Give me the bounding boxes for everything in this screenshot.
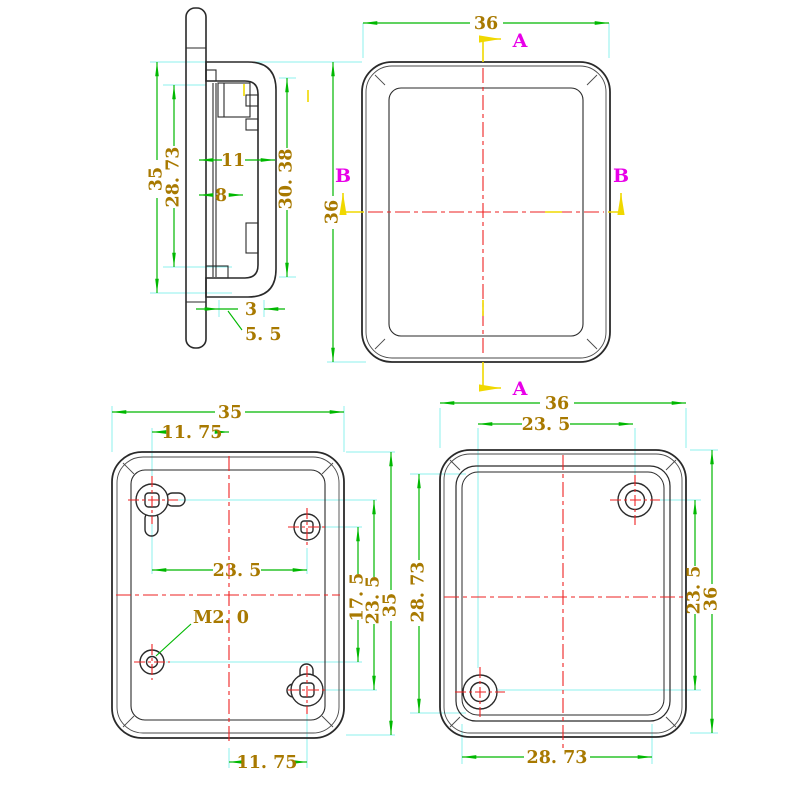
top-edge-outline: [365, 65, 607, 359]
hole-center-crosses: [128, 476, 326, 714]
dim-rib-span: 8: [215, 186, 227, 206]
dim-hole-pitch-y: 23. 5: [364, 576, 384, 625]
dim-bottom-height: 35: [381, 593, 401, 617]
section-markers: A A B B: [335, 30, 629, 400]
dim-cavity-height: 28. 73: [164, 147, 184, 208]
inside-wall-inner: [461, 471, 665, 716]
dim-bottom-width: 35: [218, 403, 242, 423]
section-b-right: B: [613, 165, 629, 187]
top-centerlines: [368, 68, 604, 356]
section-a-top: A: [512, 30, 528, 52]
dim-hole-offset-bottom: 11. 75: [237, 753, 298, 773]
top-view: A A B B 36 36: [323, 14, 630, 400]
top-extension-lines: [327, 23, 610, 363]
screw-boss-top-left: [135, 483, 186, 537]
section-a-bottom: A: [512, 378, 528, 400]
bottom-outer-outline: [111, 451, 345, 739]
dim-overall-height: 35: [147, 167, 167, 191]
dim-top-width: 36: [474, 14, 498, 34]
dim-top-height: 36: [323, 200, 343, 224]
screw-boss-bottom-right: [286, 663, 324, 707]
dim-lip: 3: [245, 300, 257, 320]
inside-extension-lines: [410, 408, 718, 764]
dim-inside-cavity-height: 28. 73: [409, 562, 429, 623]
flange-parting-lines: [186, 47, 206, 303]
dim-hole-offset-top: 11. 75: [162, 423, 223, 443]
inside-corner-ticks: [449, 459, 677, 728]
dim-inside-hole-pitch-x: 23. 5: [522, 415, 571, 435]
dim-thread-callout: M2. 0: [193, 608, 249, 628]
inside-hole-crosses: [455, 475, 660, 717]
bottom-exterior-view: 35 11. 75 23. 5 M2. 0 17. 5 23. 5 35 11.…: [111, 403, 401, 773]
flange-section: [185, 7, 207, 349]
section-b-left: B: [335, 165, 351, 187]
top-section-dashes: [482, 211, 562, 316]
dim-hole-pitch-inner: 17. 5: [348, 573, 368, 622]
bottom-dimensions: 35 11. 75 23. 5 M2. 0 17. 5 23. 5 35 11.…: [112, 403, 401, 773]
inside-dimensions: 36 23. 5 28. 73 23. 5 36 28. 73: [409, 394, 722, 768]
top-corner-ticks: [374, 74, 598, 350]
inside-centerlines: [444, 455, 688, 748]
dim-inside-cavity-width: 28. 73: [527, 748, 588, 768]
dim-inside-width: 36: [545, 394, 569, 414]
dim-flange: 5. 5: [245, 325, 282, 345]
section-trace-dashes: [243, 84, 309, 102]
dim-inside-height: 36: [702, 587, 722, 611]
dim-inside-hole-pitch-y: 23. 5: [685, 566, 705, 615]
bottom-centerlines: [116, 456, 340, 744]
dim-hole-pitch-x: 23. 5: [213, 561, 262, 581]
top-dimensions: 36 36: [323, 14, 609, 362]
section-dimensions: 35 28. 73 30. 38 11 8 3 5. 5: [147, 62, 297, 345]
dim-body-height: 30. 38: [277, 149, 297, 210]
inside-view: 36 23. 5 28. 73 23. 5 36 28. 73: [409, 394, 722, 768]
side-section-view: 35 28. 73 30. 38 11 8 3 5. 5: [147, 7, 362, 349]
internal-bosses: [205, 69, 259, 279]
bottom-extension-lines: [111, 406, 395, 768]
bottom-corner-ticks: [122, 462, 334, 728]
dim-boss-span: 11: [221, 151, 245, 171]
